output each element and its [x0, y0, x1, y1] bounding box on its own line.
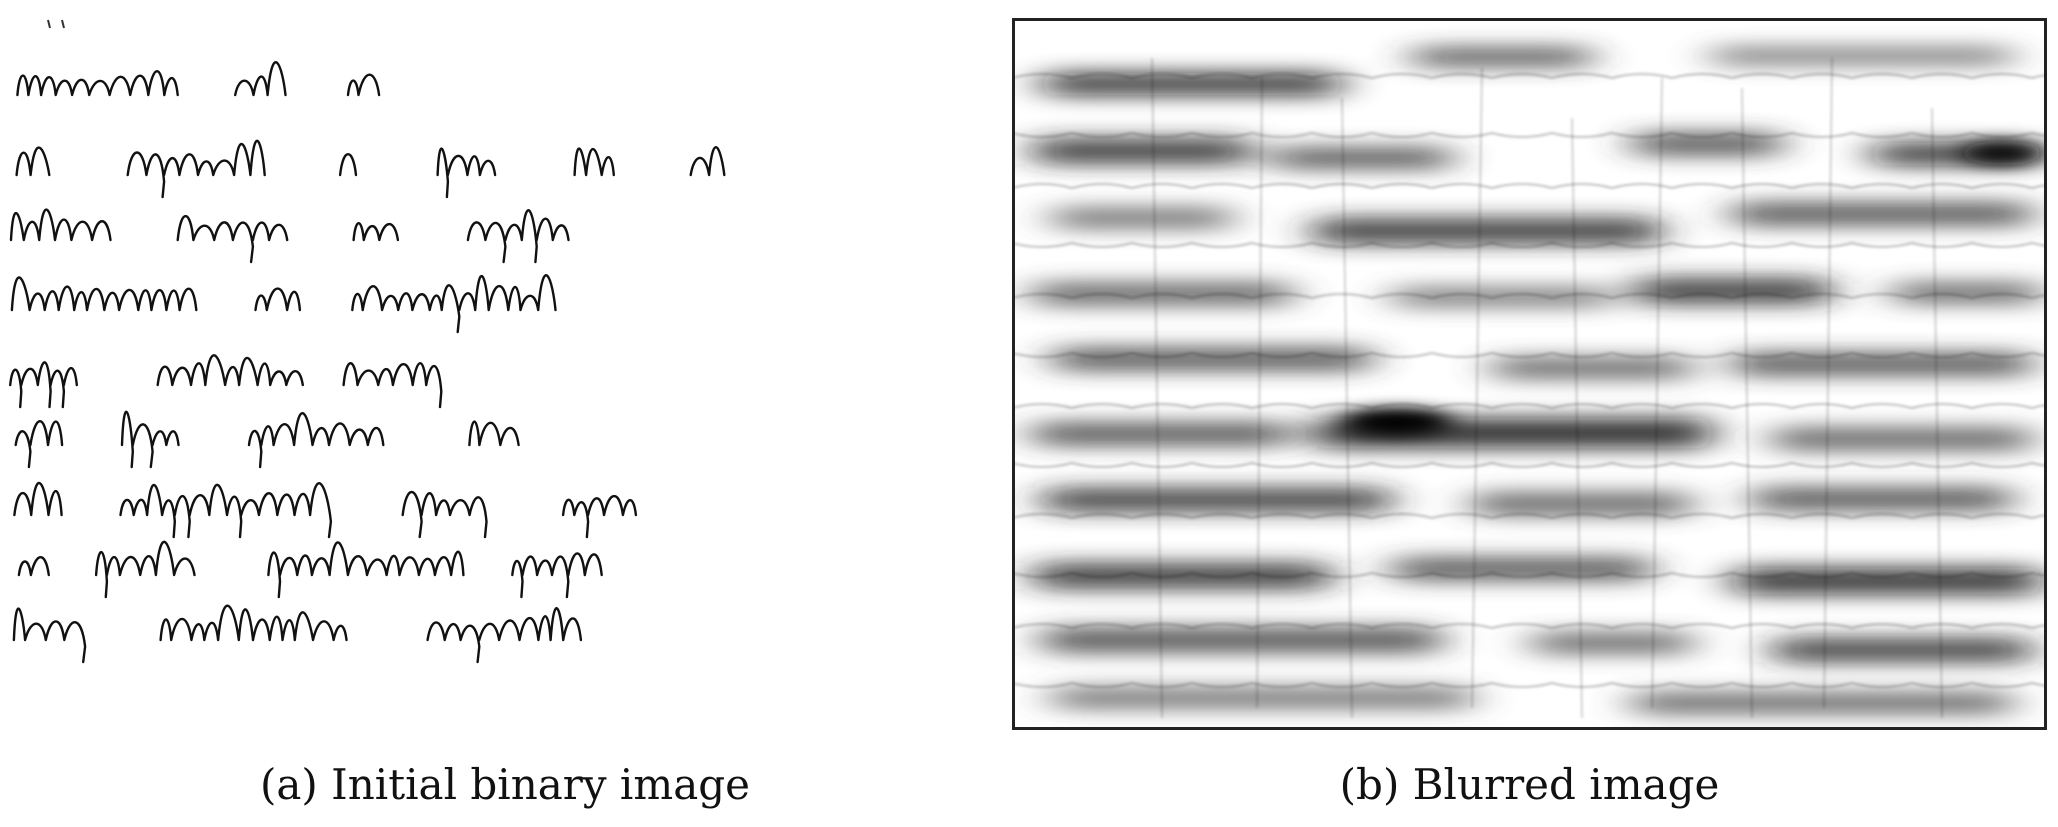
blur-texture-line: [1012, 461, 2047, 468]
blur-texture-line: [1012, 623, 2047, 630]
handwritten-word: [17, 556, 50, 577]
blurred-image: [1012, 18, 2047, 730]
handwritten-word: [10, 276, 198, 312]
binary-handwriting-image: [0, 0, 1010, 740]
handwritten-word: [94, 540, 196, 599]
blur-texture-line: [1012, 681, 2047, 688]
handwritten-word: [351, 274, 557, 334]
handwritten-word: [511, 552, 603, 599]
handwritten-word: [468, 420, 520, 447]
handwriting-strokes: [9, 19, 726, 664]
handwritten-word: [689, 146, 726, 177]
handwritten-word: [466, 209, 570, 264]
blur-texture-line: [1012, 241, 2047, 248]
caption-b: (b) Blurred image: [1339, 760, 1720, 809]
handwritten-word: [401, 490, 488, 539]
handwritten-word: [352, 222, 400, 242]
handwritten-word: [426, 607, 583, 664]
stray-marks: [47, 19, 65, 29]
handwritten-word: [13, 481, 63, 517]
handwritten-word: [342, 362, 443, 409]
blur-texture-line: [1012, 351, 2047, 358]
blur-texture-line: [1012, 513, 2047, 520]
handwritten-word: [234, 61, 287, 97]
blur-texture-line: [1012, 73, 2047, 80]
handwritten-word: [16, 70, 179, 97]
handwritten-word: [126, 139, 266, 199]
handwritten-word: [119, 482, 333, 539]
handwritten-word: [12, 607, 87, 664]
handwritten-word: [436, 147, 497, 199]
handwritten-word: [9, 361, 78, 409]
handwritten-word: [14, 420, 64, 469]
handwritten-word: [15, 146, 51, 177]
caption-a: (a) Initial binary image: [260, 760, 750, 809]
image-border: [1012, 18, 2047, 730]
handwritten-word: [267, 541, 465, 599]
handwritten-word: [561, 494, 638, 539]
blurred-bands: [1012, 18, 2047, 730]
handwritten-word: [159, 604, 348, 642]
handwritten-word: [247, 412, 385, 469]
blur-texture-line: [1012, 293, 2047, 300]
blur-texture-line: [1012, 403, 2047, 410]
blur-texture-line: [1012, 183, 2047, 190]
handwritten-word: [120, 410, 180, 469]
handwritten-word: [156, 354, 304, 387]
handwritten-word: [176, 215, 289, 264]
blur-texture-line: [1012, 571, 2047, 578]
handwritten-word: [573, 147, 615, 177]
handwritten-word: [9, 208, 112, 242]
handwritten-word: [338, 153, 358, 177]
handwritten-word: [254, 287, 302, 312]
handwritten-word: [346, 73, 381, 97]
blur-texture-line: [1012, 131, 2047, 138]
